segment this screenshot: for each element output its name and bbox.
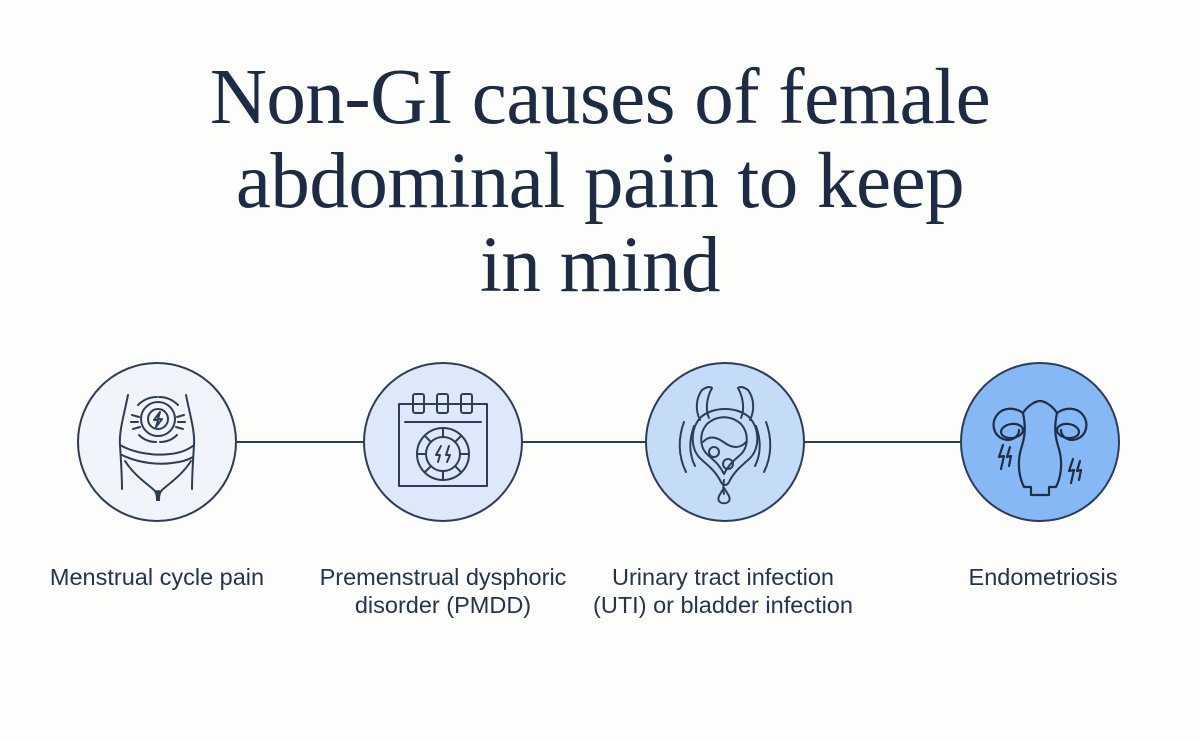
step-label-pmdd: Premenstrual dysphoric disorder (PMDD)	[319, 564, 567, 618]
step-node-pmdd[interactable]	[363, 362, 523, 522]
step-label-uti: Urinary tract infection (UTI) or bladder…	[593, 564, 853, 618]
process-flow	[0, 362, 1200, 522]
female-torso-abdominal-pain-icon	[118, 394, 196, 501]
connector-line-1	[230, 441, 390, 443]
step-label-menstrual-cycle-pain: Menstrual cycle pain	[49, 564, 265, 590]
step-node-endometriosis[interactable]	[960, 362, 1120, 522]
step-node-menstrual-cycle-pain[interactable]	[77, 362, 237, 522]
calendar-menstrual-cycle-icon	[398, 393, 488, 487]
step-node-uti[interactable]	[645, 362, 805, 522]
step-labels: Menstrual cycle pain Premenstrual dyspho…	[0, 563, 1200, 683]
connector-line-2	[514, 441, 674, 443]
page-title: Non-GI causes of female abdominal pain t…	[209, 54, 991, 309]
bladder-infection-icon	[678, 385, 772, 504]
step-label-endometriosis: Endometriosis	[968, 564, 1118, 590]
connector-line-3	[797, 441, 960, 443]
uterus-pain-icon	[992, 399, 1088, 497]
